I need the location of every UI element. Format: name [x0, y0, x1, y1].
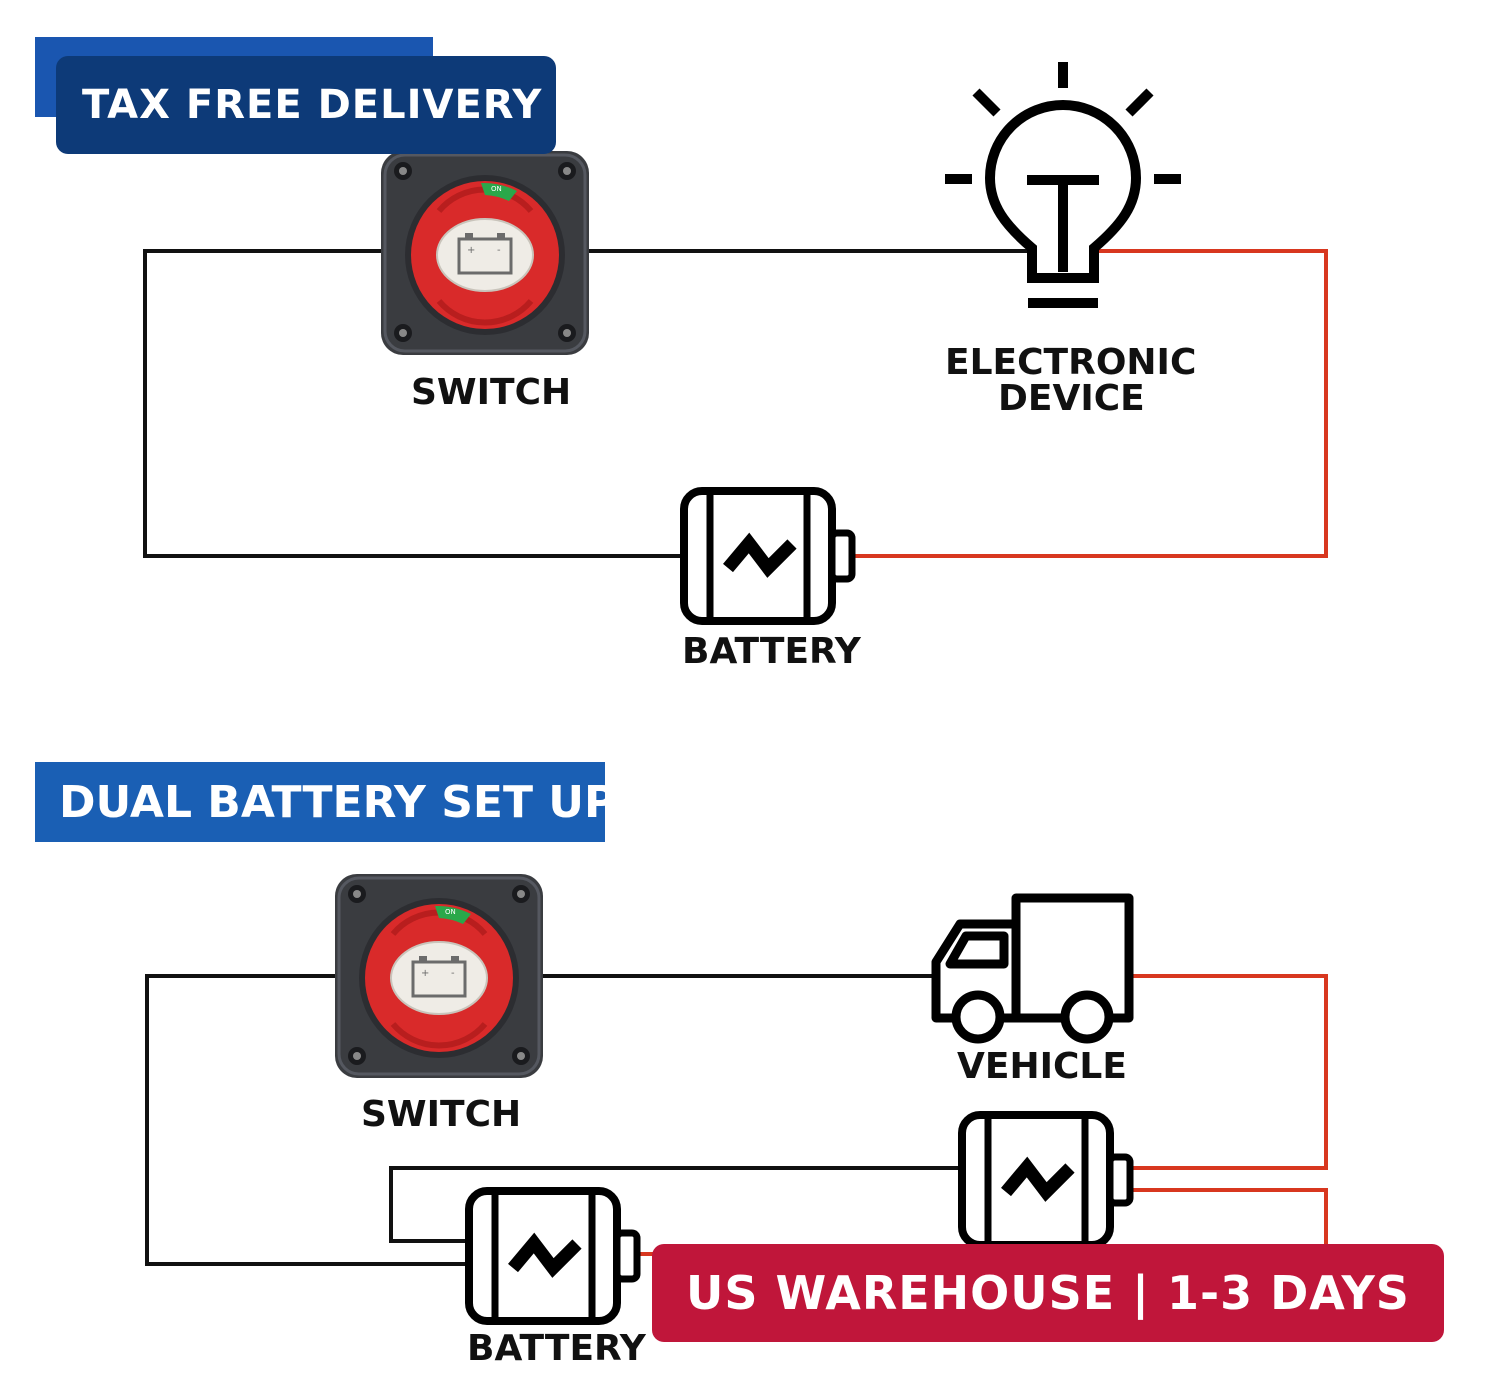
bottom-switch-label: SWITCH	[361, 1094, 522, 1135]
bottom-wires	[145, 974, 1328, 1266]
tax-free-banner: TAX FREE DELIVERY	[56, 56, 556, 154]
top-wires	[143, 249, 1328, 558]
bottom-battery-label: BATTERY	[467, 1328, 646, 1369]
battery-icon	[469, 1191, 637, 1321]
battery-icon	[962, 1115, 1130, 1245]
top-wire-black-left	[143, 249, 683, 558]
battery-switch-icon	[335, 874, 543, 1078]
top-device-label-line1: ELECTRONIC	[945, 342, 1197, 383]
bottom-wire-black-loop	[389, 1166, 962, 1243]
us-warehouse-banner: US WAREHOUSE | 1-3 DAYS	[652, 1244, 1444, 1342]
truck-icon	[931, 893, 1134, 1044]
battery-switch-icon	[381, 151, 589, 355]
battery-icon	[684, 491, 852, 621]
bottom-wire-red-battery	[1128, 1188, 1328, 1250]
top-switch-label: SWITCH	[411, 372, 572, 413]
top-battery-label: BATTERY	[682, 631, 861, 672]
top-wire-red	[854, 249, 1328, 558]
switch-on-mark-1: ON	[491, 185, 502, 193]
bottom-wire-black-left	[145, 974, 470, 1266]
light-bulb-icon	[945, 62, 1181, 308]
bottom-vehicle-label: VEHICLE	[957, 1046, 1127, 1087]
bottom-wire-red-vehicle	[1128, 974, 1328, 1170]
top-device-label-line2: DEVICE	[998, 378, 1145, 419]
switch-on-mark-2: ON	[445, 908, 456, 916]
dual-battery-banner: DUAL BATTERY SET UP	[35, 762, 616, 842]
